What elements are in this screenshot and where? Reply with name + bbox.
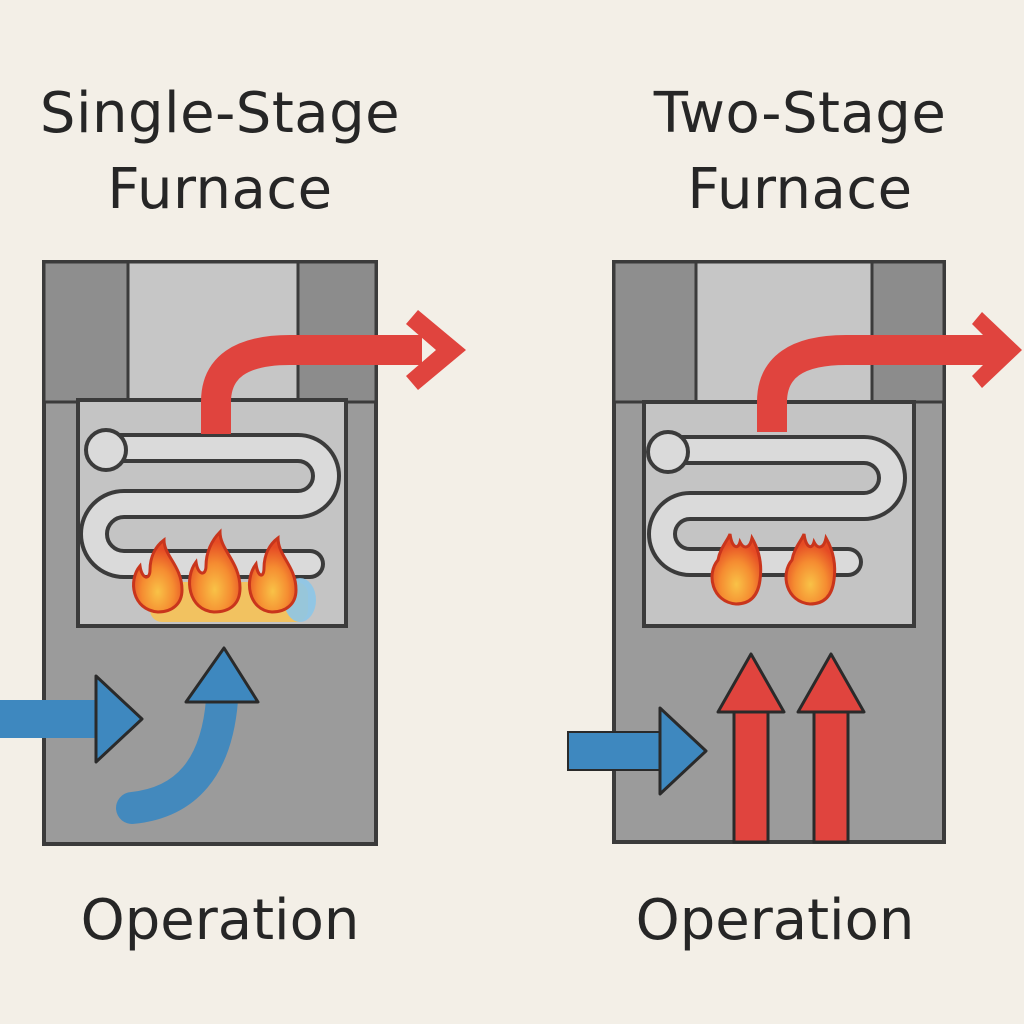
cool-air-arrowhead	[94, 674, 144, 764]
flame-icon	[247, 535, 298, 614]
cool-air-intake-arrow	[567, 731, 665, 771]
two-stage-title: Two-Stage Furnace	[590, 76, 1010, 228]
cool-air-intake-arrow	[0, 700, 100, 738]
heated-air-up-arrow	[716, 652, 786, 844]
coil-inlet	[84, 428, 128, 472]
hot-air-arrowhead	[406, 310, 466, 390]
coil-inlet	[646, 430, 690, 474]
side-duct-left	[42, 260, 130, 404]
single-stage-title: Single-Stage Furnace	[10, 76, 430, 228]
title-line: Furnace	[107, 157, 333, 222]
side-duct-right	[870, 260, 946, 404]
hot-air-arrowhead	[972, 312, 1022, 388]
side-duct-right	[296, 260, 378, 404]
heated-air-up-arrow	[796, 652, 866, 844]
return-air-arrowhead	[184, 646, 260, 704]
title-line: Two-Stage	[653, 81, 947, 146]
return-air-curved-arrow	[116, 684, 238, 824]
flame-icon	[188, 528, 242, 614]
single-stage-furnace	[0, 260, 466, 846]
cool-air-arrowhead	[658, 706, 708, 796]
flame-icon	[710, 533, 763, 606]
flame-icon	[784, 533, 837, 606]
flame-icon	[132, 537, 184, 614]
side-duct-left	[612, 260, 698, 404]
two-stage-furnace	[567, 260, 1022, 844]
title-line: Single-Stage	[39, 81, 401, 146]
two-stage-caption: Operation	[635, 888, 915, 953]
hot-air-output-arrow	[757, 335, 1000, 432]
hot-air-output-arrow	[201, 335, 422, 434]
single-stage-caption: Operation	[80, 888, 360, 953]
title-line: Furnace	[687, 157, 913, 222]
